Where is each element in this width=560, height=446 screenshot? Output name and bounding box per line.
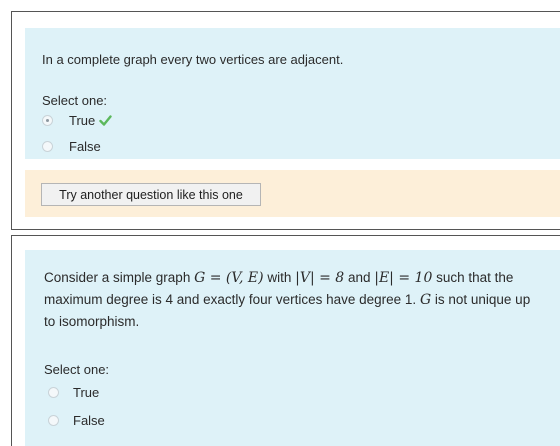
- option-true[interactable]: True: [42, 113, 112, 128]
- feedback-area: Try another question like this one: [25, 170, 560, 217]
- question-formulation: In a complete graph every two vertices a…: [25, 28, 560, 159]
- option-true-label: True: [73, 385, 100, 400]
- question-text: In a complete graph every two vertices a…: [42, 52, 344, 67]
- option-false[interactable]: False: [48, 413, 105, 428]
- question-card-1: In a complete graph every two vertices a…: [11, 11, 560, 230]
- question-text-and: and: [344, 270, 375, 285]
- question-formulation: Consider a simple graph G = (V, E) with …: [25, 250, 560, 446]
- radio-true[interactable]: [48, 387, 59, 398]
- green-check-icon: [99, 114, 112, 127]
- select-one-label: Select one:: [44, 362, 110, 377]
- select-one-label: Select one:: [42, 93, 108, 108]
- option-false-label: False: [73, 413, 105, 428]
- radio-false[interactable]: [48, 415, 59, 426]
- option-false-label: False: [69, 139, 101, 154]
- question-text-lead: Consider a simple graph: [44, 270, 195, 285]
- option-false[interactable]: False: [42, 139, 101, 154]
- question-text-with: with: [263, 270, 296, 285]
- radio-true[interactable]: [42, 115, 53, 126]
- math-graph-definition: G = (V, E): [194, 270, 264, 286]
- radio-false[interactable]: [42, 141, 53, 152]
- try-another-question-button[interactable]: Try another question like this one: [41, 183, 261, 206]
- question-text: Consider a simple graph G = (V, E) with …: [44, 267, 544, 333]
- math-graph-symbol: G: [419, 292, 432, 308]
- math-edge-count: |E| = 10: [374, 270, 433, 286]
- question-card-2: Consider a simple graph G = (V, E) with …: [11, 235, 560, 446]
- question-text-tail: is not unique up to isomorphism.: [44, 292, 531, 329]
- option-true-label: True: [69, 113, 96, 128]
- math-vertex-count: |V| = 8: [295, 270, 345, 286]
- option-true[interactable]: True: [48, 385, 99, 400]
- question-text-rest: such that the maximum degree is 4 and ex…: [44, 270, 514, 307]
